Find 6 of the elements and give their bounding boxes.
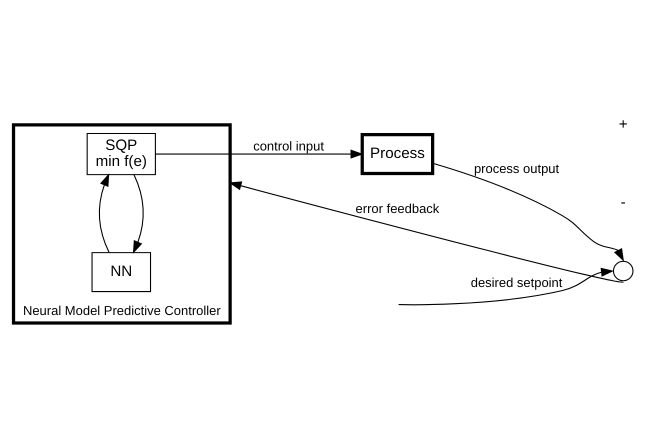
edge-label: process output <box>474 161 560 176</box>
edge-label: error feedback <box>356 201 440 216</box>
edge-label: desired setpoint <box>470 274 562 290</box>
edge-label: control input <box>253 138 324 154</box>
label: - <box>620 194 626 211</box>
label: + <box>618 116 628 133</box>
